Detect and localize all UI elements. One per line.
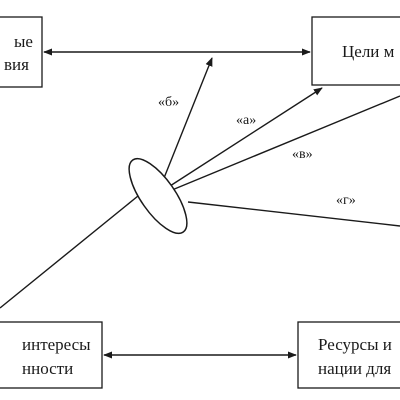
center-ellipse	[128, 157, 188, 235]
box-top-left-line2: вия	[4, 55, 29, 74]
box-bottom-left-line2: нности	[22, 359, 73, 378]
box-bottom-left	[0, 321, 103, 389]
label-g: «г»	[336, 193, 356, 208]
box-top-left-line1: ые	[14, 32, 33, 51]
line-bottom-left-to-ellipse	[0, 195, 139, 309]
box-top-right	[311, 16, 400, 86]
box-bottom-right	[297, 321, 400, 389]
box-top-left	[0, 16, 43, 88]
label-a: «а»	[236, 113, 256, 128]
line-g	[187, 201, 400, 227]
arrow-b	[163, 57, 213, 179]
box-bottom-left-line1: интересы	[22, 335, 91, 354]
arrow-v	[171, 95, 400, 191]
box-bottom-right-line2: нации для	[318, 359, 391, 378]
box-top-right-line1: Цели м	[342, 42, 395, 61]
label-v: «в»	[292, 147, 313, 162]
box-bottom-right-line1: Ресурсы и	[318, 335, 392, 354]
arrow-a	[169, 87, 323, 187]
label-b: «б»	[158, 95, 179, 110]
